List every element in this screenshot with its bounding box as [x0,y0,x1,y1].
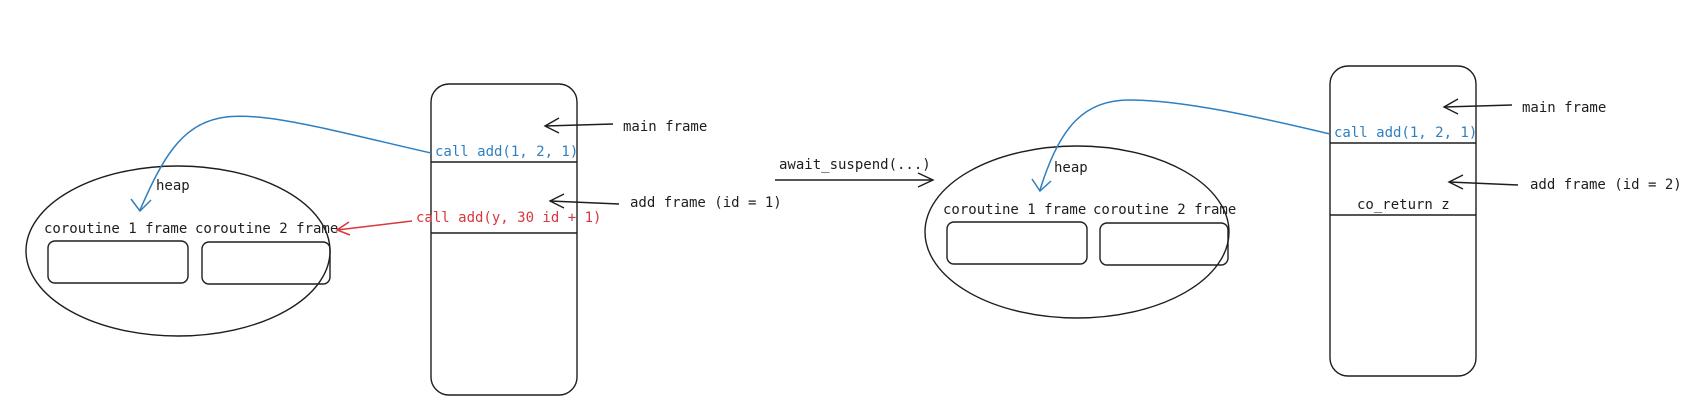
left-add-frame-label: add frame (id = 1) [630,195,782,211]
left-coroutine2-frame [201,241,331,285]
right-add-frame-arrow-line [1448,181,1519,186]
right-coroutine1-label: coroutine 1 frame [943,202,1086,218]
right-stack: call add(1, 2, 1) co_return z [1329,65,1477,377]
left-coroutine1-frame [47,240,189,284]
left-heap-label: heap [156,178,190,194]
left-stack-box [430,83,578,396]
right-add-frame-annotation: add frame (id = 2) [1447,174,1682,193]
left-main-frame-annotation: main frame [543,117,707,135]
left-add-frame-annotation: add frame (id = 1) [548,193,782,211]
left-coroutine1-label: coroutine 1 frame [44,221,187,237]
left-blue-arrow [130,115,432,213]
left-coroutine2-label: coroutine 2 frame [195,221,338,237]
left-add-frame-arrowhead [548,193,565,209]
transition-arrowhead [917,172,935,188]
right-stack-box [1329,65,1477,377]
left-red-arrow [335,220,413,236]
right-add-frame-arrowhead [1447,174,1464,190]
right-coroutine1-frame [946,221,1088,265]
left-main-frame-arrow-line [544,123,614,127]
right-heap-label: heap [1054,160,1088,176]
left-red-arrowhead [335,221,351,236]
right-main-frame-arrow-line [1443,104,1513,108]
right-heap-ellipse [924,145,1230,319]
left-main-frame-label: main frame [623,119,707,135]
right-main-frame-arrowhead [1442,98,1459,115]
left-add-frame-arrow-line [549,200,620,205]
transition: await_suspend(...) [775,157,935,188]
left-call-add: call add(y, 30 id + 1) [416,210,601,226]
right-call-main: call add(1, 2, 1) [1334,125,1477,141]
right-main-frame-label: main frame [1522,100,1606,116]
right-blue-arrowhead [1031,178,1052,193]
right-heap: heap coroutine 1 frame coroutine 2 frame [924,145,1236,319]
right-blue-arrow [1031,99,1331,193]
right-add-frame-label: add frame (id = 2) [1530,177,1682,193]
left-call-main: call add(1, 2, 1) [435,144,578,160]
left-heap: heap coroutine 1 frame coroutine 2 frame [25,165,338,337]
transition-label: await_suspend(...) [779,157,931,173]
left-blue-arrow-path [139,115,432,211]
right-co-return: co_return z [1357,197,1450,213]
right-coroutine2-frame [1099,222,1229,266]
left-main-frame-arrowhead [543,117,560,134]
right-blue-arrow-path [1039,99,1331,191]
right-main-frame-annotation: main frame [1442,98,1606,116]
left-stack: call add(1, 2, 1) [430,83,578,396]
left-red-arrow-line [336,220,413,231]
right-coroutine2-label: coroutine 2 frame [1093,202,1236,218]
left-blue-arrowhead [130,198,152,213]
